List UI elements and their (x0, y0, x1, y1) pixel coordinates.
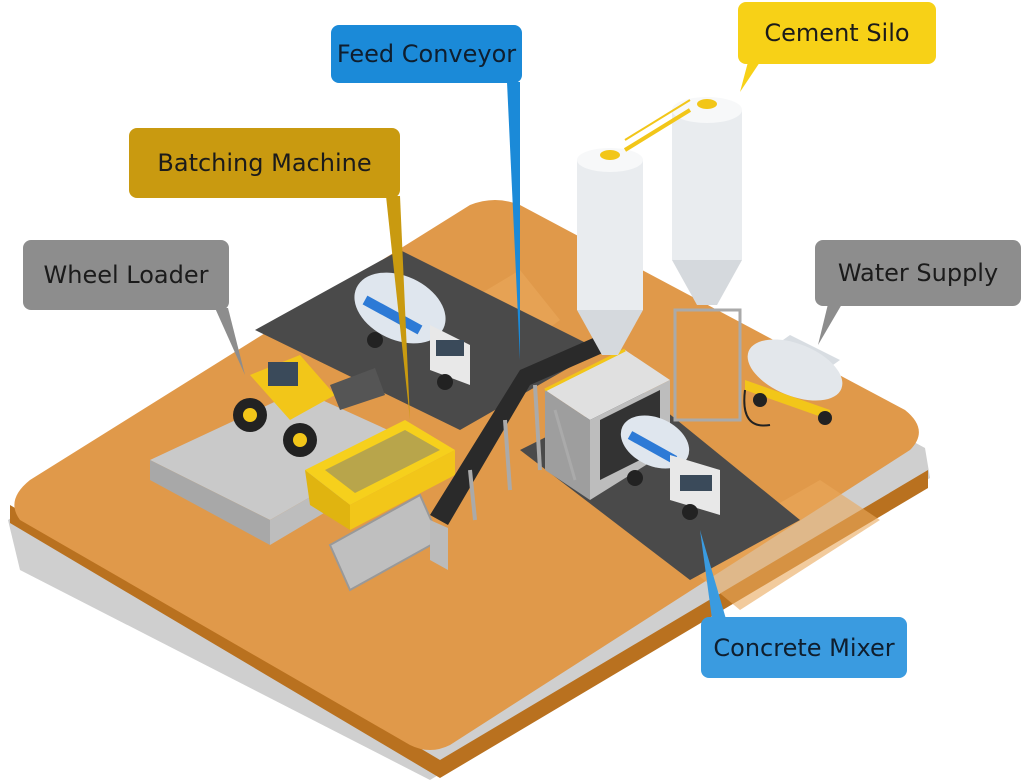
sand-highlight-2 (680, 480, 880, 610)
feed-pointer (507, 82, 520, 360)
aggregate-bin (150, 390, 410, 520)
water-tank-icon (743, 335, 843, 427)
water-supply-label: Water Supply (815, 240, 1021, 306)
feed-conveyor-label: Feed Conveyor (331, 25, 522, 83)
silo-pointer (740, 62, 760, 92)
loader-pointer (215, 308, 245, 375)
platform-side (10, 470, 928, 778)
cement-silo-icon (577, 97, 742, 422)
cement-silo-label: Cement Silo (738, 2, 936, 64)
batch-pointer (386, 196, 410, 420)
mixer-pointer (700, 530, 726, 619)
aggregate-bin-side (150, 460, 270, 545)
mixer-truck-icon (620, 415, 720, 520)
water-pointer (818, 304, 842, 345)
wheel-loader-label: Wheel Loader (23, 240, 229, 310)
back-mixer-truck-icon (354, 272, 470, 390)
batching-machine-label: Batching Machine (129, 128, 400, 198)
feed-conveyor-icon (430, 335, 605, 570)
concrete-mixer-label: Concrete Mixer (701, 617, 907, 678)
batching-hopper-icon (305, 420, 455, 592)
wheel-loader-icon (233, 355, 385, 457)
